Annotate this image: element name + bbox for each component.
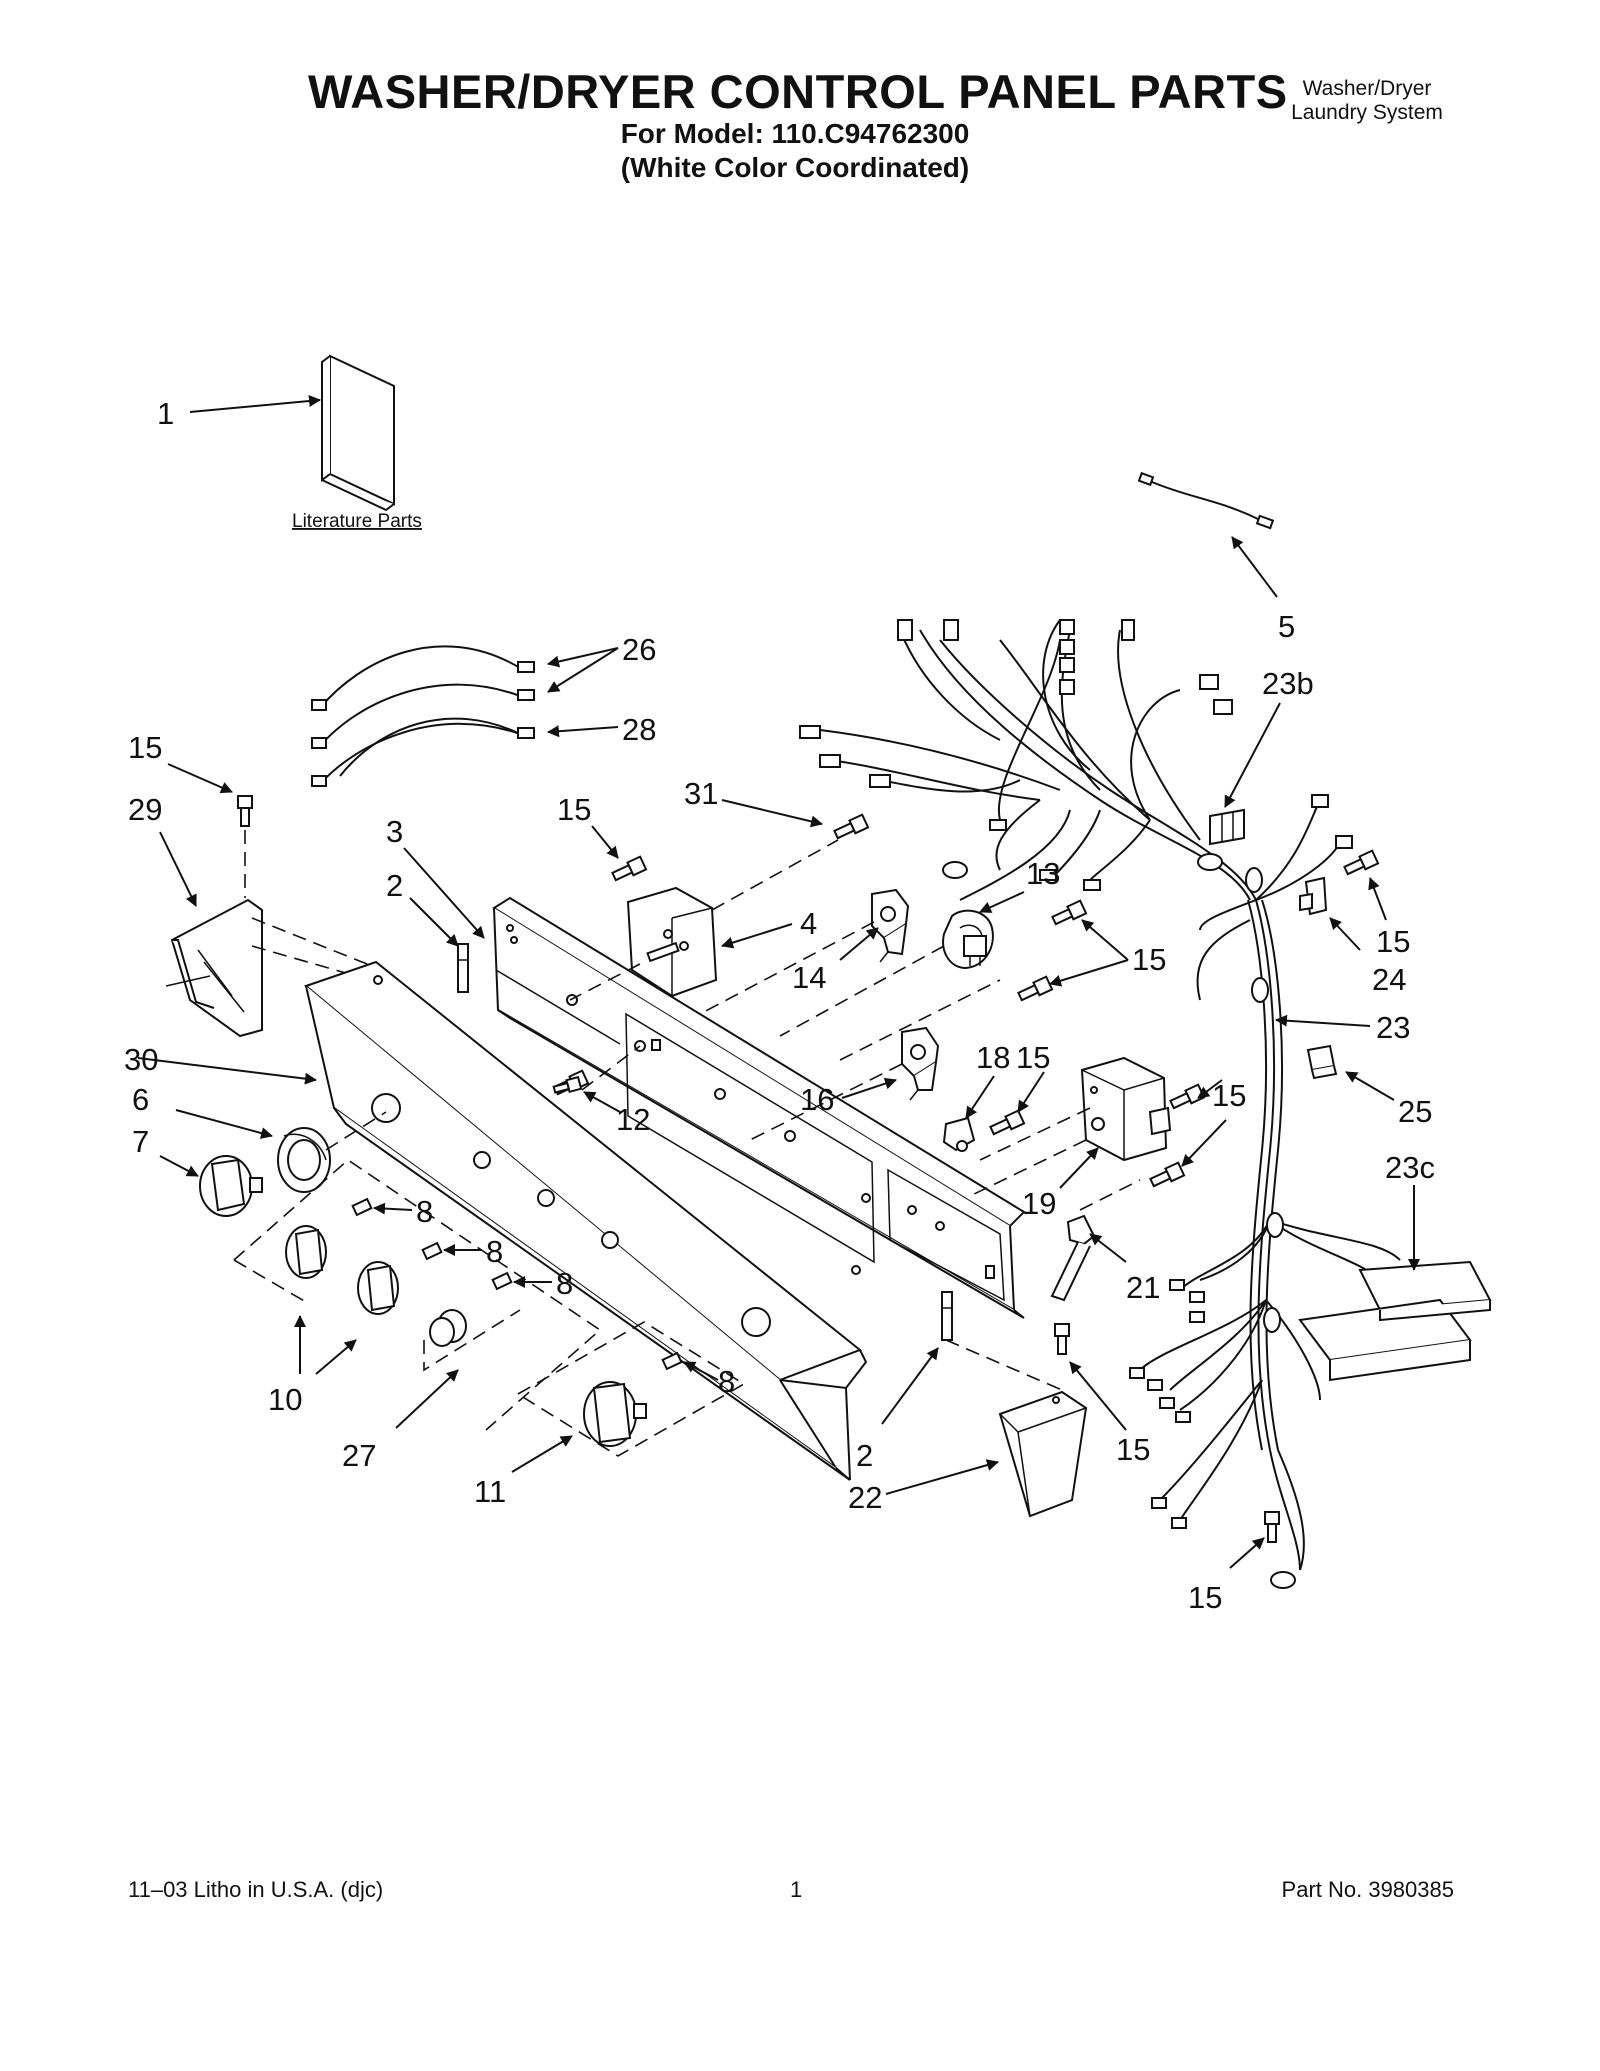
callout-15b: 15 xyxy=(557,792,591,827)
cord-clamp xyxy=(1050,1214,1096,1302)
callout-23b: 23b xyxy=(1262,666,1314,701)
switch-bracket xyxy=(942,1116,976,1152)
callout-29: 29 xyxy=(128,792,162,827)
callout-5: 5 xyxy=(1278,609,1295,644)
callout-15f: 15 xyxy=(1212,1078,1246,1113)
knob-10-a xyxy=(285,1225,327,1279)
callout-27: 27 xyxy=(342,1438,376,1473)
console-panel xyxy=(303,960,868,1481)
callout-13: 13 xyxy=(1026,856,1060,891)
callout-23: 23 xyxy=(1376,1010,1410,1045)
callout-24: 24 xyxy=(1372,962,1406,997)
callout-23c: 23c xyxy=(1385,1150,1435,1185)
page-number: 1 xyxy=(790,1877,803,1902)
clip-right xyxy=(941,1291,953,1341)
callout-11: 11 xyxy=(474,1474,506,1509)
page-title: WASHER/DRYER CONTROL PANEL PARTS xyxy=(308,65,1288,118)
spacer-block xyxy=(1306,1044,1338,1080)
litho-note: 11–03 Litho in U.S.A. (djc) xyxy=(128,1877,384,1902)
control-module xyxy=(626,886,718,998)
harness-clip xyxy=(1299,876,1328,916)
clip-left xyxy=(457,943,469,993)
callout-15h: 15 xyxy=(1188,1580,1222,1615)
selector-switch xyxy=(871,888,910,963)
callout-12: 12 xyxy=(616,1102,650,1137)
callout-4: 4 xyxy=(800,906,817,941)
callout-8d: 8 xyxy=(718,1364,735,1399)
callout-30: 30 xyxy=(124,1042,158,1077)
callout-14: 14 xyxy=(792,960,826,995)
callout-16: 16 xyxy=(800,1082,834,1117)
callout-1: 1 xyxy=(157,396,174,431)
callout-31: 31 xyxy=(684,776,718,811)
callout-25: 25 xyxy=(1398,1094,1432,1129)
knob-clips xyxy=(351,1197,683,1371)
callout-10: 10 xyxy=(268,1382,302,1417)
wire-set xyxy=(311,645,535,787)
wire-harness xyxy=(799,619,1492,1589)
callout-15e: 15 xyxy=(1016,1040,1050,1075)
callout-15g: 15 xyxy=(1116,1432,1150,1467)
literature-booklet xyxy=(321,354,395,512)
knob-10-b xyxy=(357,1261,399,1315)
callout-15c: 15 xyxy=(1376,924,1410,959)
end-bracket-left xyxy=(165,898,263,1038)
callout-8a: 8 xyxy=(416,1194,433,1229)
literature-parts-label: Literature Parts xyxy=(292,511,422,532)
callout-7: 7 xyxy=(132,1124,149,1159)
callout-2b: 2 xyxy=(856,1438,873,1473)
callout-2a: 2 xyxy=(386,868,403,903)
callout-19: 19 xyxy=(1022,1186,1056,1221)
cycle-switch xyxy=(901,1026,940,1101)
color-line: (White Color Coordinated) xyxy=(620,152,970,183)
callout-8c: 8 xyxy=(556,1266,573,1301)
knob-11 xyxy=(583,1381,647,1447)
push-button xyxy=(429,1309,467,1347)
callout-18: 18 xyxy=(976,1040,1010,1075)
panel-screw xyxy=(552,1075,583,1094)
system-line-1: Washer/Dryer xyxy=(1302,77,1432,100)
callout-22: 22 xyxy=(848,1480,882,1515)
callout-3: 3 xyxy=(386,814,403,849)
callout-15a: 15 xyxy=(128,730,162,765)
bezel-ring xyxy=(277,1127,331,1193)
end-cap-right xyxy=(998,1390,1088,1518)
callout-26: 26 xyxy=(622,632,656,667)
system-line-2: Laundry System xyxy=(1291,101,1443,124)
pressure-switch xyxy=(942,909,994,970)
part-number: Part No. 3980385 xyxy=(1281,1877,1454,1902)
callout-21: 21 xyxy=(1126,1270,1160,1305)
control-bracket xyxy=(492,896,1026,1319)
callout-8b: 8 xyxy=(486,1234,503,1269)
screw-set xyxy=(237,795,1380,1543)
system-label: Washer/Dryer Laundry System xyxy=(1282,77,1452,125)
main-knob xyxy=(199,1155,263,1217)
callout-6: 6 xyxy=(132,1082,149,1117)
jumper-wire xyxy=(1137,471,1275,530)
callout-28: 28 xyxy=(622,712,656,747)
callout-15d: 15 xyxy=(1132,942,1166,977)
model-line: For Model: 110.C94762300 xyxy=(620,118,970,149)
timer xyxy=(1080,1056,1172,1162)
